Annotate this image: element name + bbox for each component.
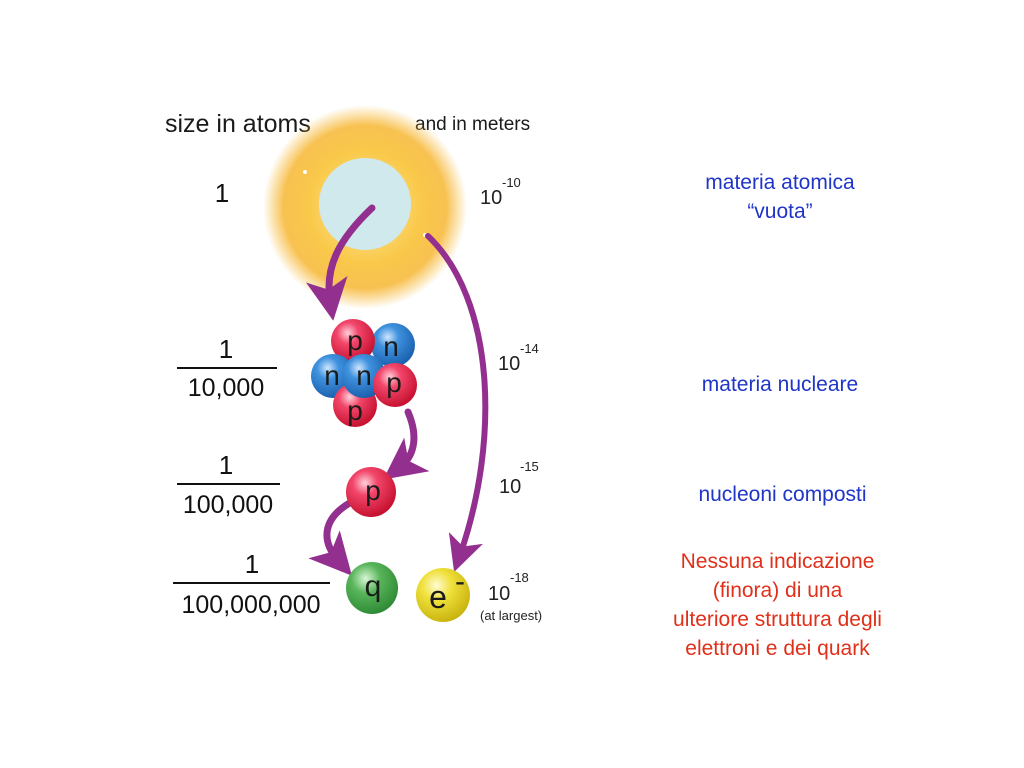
fraction-denominator: 10,000 xyxy=(188,374,264,402)
meters-exponent: -10 xyxy=(502,175,521,190)
proton-ball: p xyxy=(373,363,417,407)
electron-charge: - xyxy=(455,565,465,598)
note-line: nucleoni composti xyxy=(698,483,867,506)
meters-note: (at largest) xyxy=(480,608,542,623)
fraction-nucleus: 1 10,000 xyxy=(177,334,277,402)
meters-base: 10 xyxy=(488,583,510,605)
note-composite-nucleons: nucleoni composti xyxy=(655,480,910,509)
meters-atom: 10 -10 xyxy=(480,175,521,209)
proton-ball: p xyxy=(331,319,375,363)
fraction-numerator: 1 xyxy=(245,549,259,579)
note-line: elettroni e dei quark xyxy=(685,637,870,660)
fraction-quark: 1 100,000,000 xyxy=(173,549,330,619)
meters-nucleus: 10 -14 xyxy=(498,341,539,375)
note-atomic-matter: materia atomica “vuota” xyxy=(655,168,905,226)
note-no-structure: Nessuna indicazione (finora) di una ulte… xyxy=(640,547,915,663)
proton-single: p xyxy=(346,467,396,517)
note-line: (finora) di una xyxy=(712,579,843,602)
electron: e - xyxy=(416,565,470,622)
neutron-label: n xyxy=(324,360,340,391)
quark: q xyxy=(346,562,398,614)
header-in-meters: and in meters xyxy=(415,114,530,135)
arrow-nucleus-to-nucleon xyxy=(383,408,430,480)
note-line: materia atomica xyxy=(705,171,855,194)
note-nuclear-matter: materia nucleare xyxy=(655,370,905,399)
fraction-numerator-atom: 1 xyxy=(215,178,229,208)
meters-quark: 10 -18 (at largest) xyxy=(480,570,542,623)
meters-base: 10 xyxy=(499,476,521,498)
neutron-ball: n xyxy=(371,323,415,367)
electron-label: e xyxy=(429,579,447,615)
arrow-atom-to-electron xyxy=(425,233,489,573)
quark-label: q xyxy=(365,570,382,603)
meters-exponent: -15 xyxy=(520,459,539,474)
meters-nucleon: 10 -15 xyxy=(499,459,539,498)
note-line: “vuota” xyxy=(747,200,813,223)
meters-exponent: -18 xyxy=(510,570,529,585)
nucleus: n p n p n p xyxy=(311,319,417,427)
meters-base: 10 xyxy=(480,187,502,209)
meters-base: 10 xyxy=(498,353,520,375)
fraction-denominator: 100,000 xyxy=(183,491,273,519)
note-line: ulteriore struttura degli xyxy=(673,608,882,631)
note-line: Nessuna indicazione xyxy=(680,550,875,573)
header-size-in-atoms: size in atoms xyxy=(165,110,311,138)
arrow-atom-to-nucleus xyxy=(306,204,376,321)
neutron-label: n xyxy=(383,331,399,362)
fraction-numerator: 1 xyxy=(219,450,233,480)
fraction-nucleon: 1 100,000 xyxy=(177,450,280,519)
fraction-numerator: 1 xyxy=(219,334,233,364)
atom xyxy=(263,105,467,309)
proton-label: p xyxy=(386,367,402,398)
proton-label: p xyxy=(365,475,381,506)
arrow-nucleon-to-quark xyxy=(308,496,359,576)
fraction-denominator: 100,000,000 xyxy=(181,591,320,619)
neutron-label: n xyxy=(356,360,372,391)
meters-exponent: -14 xyxy=(520,341,539,356)
note-line: materia nucleare xyxy=(701,373,859,396)
proton-label: p xyxy=(347,325,363,356)
proton-label: p xyxy=(347,395,363,426)
